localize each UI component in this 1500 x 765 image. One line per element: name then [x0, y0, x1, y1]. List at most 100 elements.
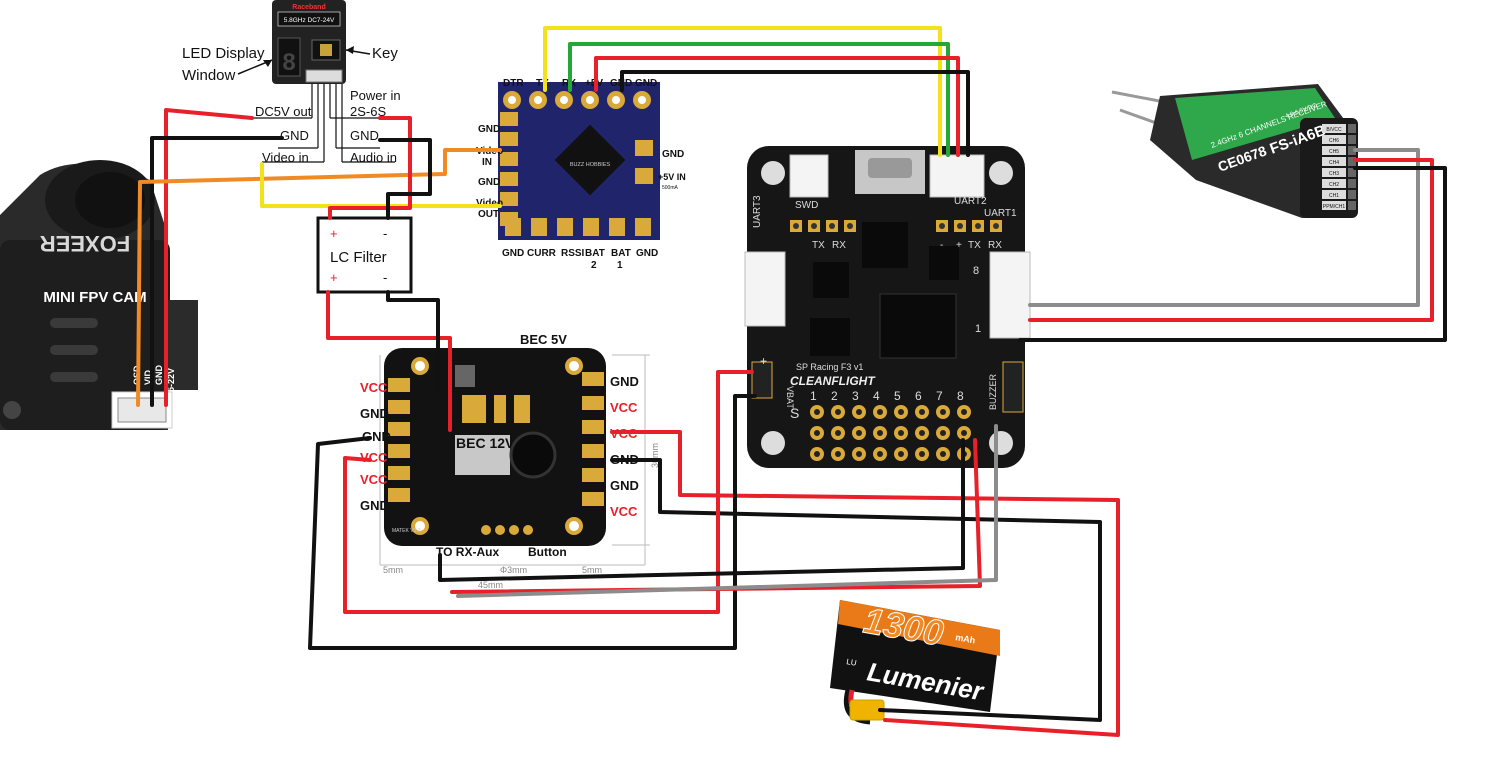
rx-port-label: PPM/CH1 — [1323, 204, 1345, 210]
wire — [1028, 148, 1420, 307]
fc-uart2: UART2 — [954, 196, 987, 207]
pdb-pad — [495, 525, 505, 535]
pdb-pad — [388, 444, 410, 458]
vtx-gnd-right: GND — [350, 128, 379, 143]
osd-pad — [503, 91, 521, 109]
rx-port: CH6 — [1322, 135, 1356, 144]
osd-pad — [500, 112, 518, 126]
pdb-left-vcc2: VCC — [360, 450, 388, 465]
fc-swd: SWD — [795, 200, 818, 211]
rx-port: B/VCC — [1322, 124, 1356, 133]
pdb-left-gnd1: GND — [360, 406, 389, 421]
fc-ch5: 5 — [894, 389, 901, 403]
fc-ch1: 1 — [810, 389, 817, 403]
fc-label-plus-r: + — [956, 240, 962, 251]
camera-pin-vid: VID — [143, 369, 153, 385]
pdb-pad — [481, 525, 491, 535]
wire — [343, 370, 754, 614]
pdb-right-vcc3: VCC — [610, 504, 638, 519]
osd-bottom-gnd1: GND — [502, 248, 524, 259]
lc-plus-top: + — [330, 226, 338, 241]
osd-chip-text: BUZZ HOBBIES — [570, 162, 611, 168]
fc-buzzer-pad — [1002, 361, 1024, 413]
fc-label-rx-r: RX — [988, 240, 1002, 251]
fc-header-pin — [852, 426, 866, 440]
pdb-pad — [582, 372, 604, 386]
lc-plus-bottom: + — [330, 270, 338, 285]
vtx-led-digit: 8 — [282, 49, 295, 76]
fc-label-tx-r: TX — [968, 240, 981, 251]
osd-pad — [500, 192, 518, 206]
osd-bottom-bat1-num: 1 — [617, 260, 623, 271]
pdb-pad — [582, 420, 604, 434]
fc-header-pin — [915, 405, 929, 419]
osd-right-5v-sub: 500mA — [662, 185, 679, 191]
rx-port-label: CH5 — [1329, 149, 1339, 155]
fc-one-label: 1 — [975, 323, 981, 335]
lc-filter: LC Filter + - + - — [316, 216, 413, 294]
rx-port: PPM/CH1 — [1322, 201, 1356, 210]
fc-buzzer: BUZZER — [988, 373, 998, 410]
wire — [260, 162, 502, 208]
osd-bottom-bat2-num: 2 — [591, 260, 597, 271]
pdb-bec12: BEC 12V — [456, 435, 515, 451]
fc-label-tx: TX — [812, 240, 825, 251]
wires — [136, 26, 1447, 737]
camera-model: MINI FPV CAM — [43, 289, 146, 306]
pdb-left-vcc1: VCC — [360, 380, 388, 395]
fc-pin — [844, 220, 856, 232]
pdb-pad — [388, 466, 410, 480]
osd-left-video2: Video — [476, 198, 503, 209]
fc-pin — [826, 220, 838, 232]
pdb-right-gnd3: GND — [610, 478, 639, 493]
camera-pin-gnd: GND — [154, 365, 164, 386]
lc-minus-bottom: - — [383, 270, 387, 285]
osd-board: BUZZ HOBBIES DTR TX RX +5V GND GND GND V… — [476, 78, 686, 271]
vtx-dc5v-out: DC5V out — [255, 104, 312, 119]
fc-pin — [808, 220, 820, 232]
fc-ch8: 8 — [957, 389, 964, 403]
camera-brand: FOXEER — [40, 231, 131, 256]
fc-s-label: S — [790, 405, 799, 421]
fc-header-pin — [894, 426, 908, 440]
pdb-pad — [388, 400, 410, 414]
fc-pin — [990, 220, 1002, 232]
wire — [620, 70, 970, 157]
wire — [378, 138, 432, 220]
osd-bottom-curr: CURR — [527, 248, 557, 259]
wire — [456, 424, 998, 598]
lc-filter-label: LC Filter — [330, 249, 387, 266]
osd-pad — [500, 152, 518, 166]
wire — [386, 290, 440, 392]
fc-ch7: 7 — [936, 389, 943, 403]
osd-pad — [633, 91, 651, 109]
fc-uart3: UART3 — [752, 195, 763, 228]
wire — [594, 56, 960, 157]
fc-model: SP Racing F3 v1 — [796, 362, 863, 372]
vtx-brand: Raceband — [292, 4, 325, 11]
osd-pad — [529, 91, 547, 109]
vtx-gnd-left: GND — [280, 128, 309, 143]
fc-header-pin — [831, 447, 845, 461]
fc-header-pin — [873, 447, 887, 461]
pdb-pad — [388, 422, 410, 436]
osd-pad — [505, 218, 521, 236]
rx-port: CH2 — [1322, 179, 1356, 188]
vtx-window-label: Window — [182, 67, 236, 84]
rx-port-label: CH1 — [1329, 193, 1339, 199]
fc-header-pin — [852, 447, 866, 461]
osd-pad — [609, 218, 625, 236]
wire — [150, 136, 284, 407]
osd-pad — [500, 132, 518, 146]
fc-uart1: UART1 — [984, 208, 1017, 219]
osd-right-gnd: GND — [662, 149, 684, 160]
rx-port-label: CH2 — [1329, 182, 1339, 188]
pdb-matek: MATEK V3.2 — [392, 528, 421, 534]
wire — [328, 116, 412, 220]
wire — [610, 430, 1120, 737]
rx-port: CH3 — [1322, 168, 1356, 177]
osd-label-gnd2: GND — [635, 78, 657, 89]
pdb-pad — [523, 525, 533, 535]
wire — [610, 458, 1102, 722]
fc-eight-label: 8 — [973, 265, 979, 277]
